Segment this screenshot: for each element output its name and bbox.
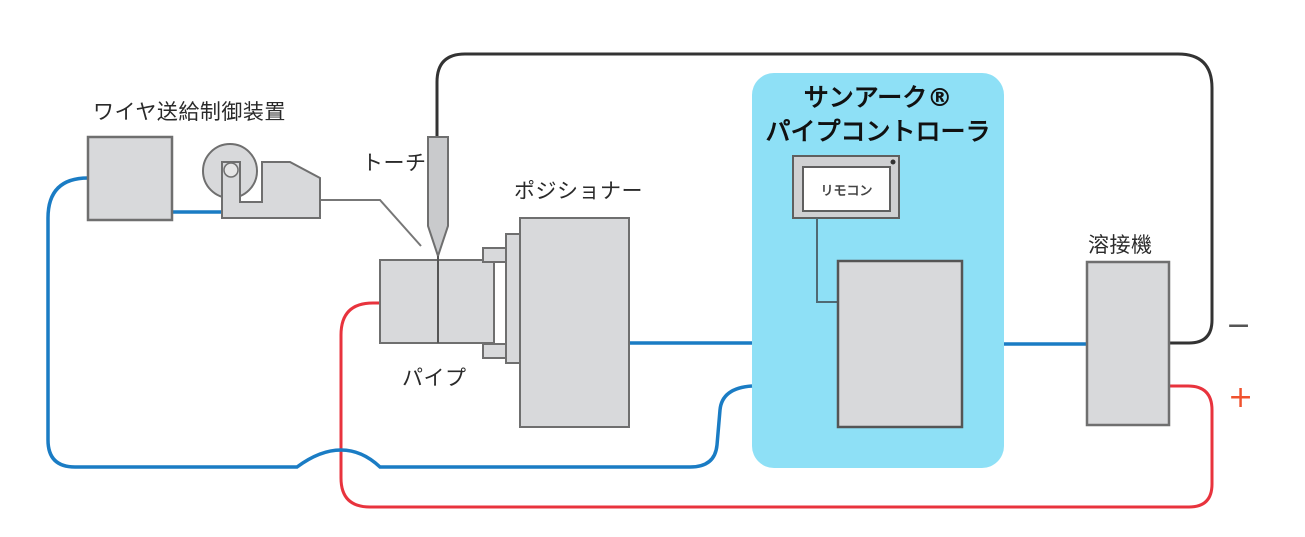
welder-label: 溶接機 xyxy=(1088,233,1153,257)
positioner-label: ポジショナー xyxy=(514,179,643,203)
remote-screen xyxy=(802,166,891,212)
positioner-jaw-bottom xyxy=(482,343,508,359)
control-cable-feeder xyxy=(46,176,753,469)
pipe-label: パイプ xyxy=(402,366,467,390)
controller-box xyxy=(836,259,964,429)
positioner-flange xyxy=(505,233,521,364)
welder-box xyxy=(1085,260,1171,427)
wire-feed-control-box xyxy=(86,135,174,222)
positive-cable xyxy=(339,301,1214,509)
negative-cable xyxy=(435,52,1214,345)
positioner-jaw-top xyxy=(482,247,508,263)
wire-feeder-label: ワイヤ送給制御装置 xyxy=(93,100,286,124)
controller-title-line1: サンアーク® xyxy=(803,83,953,112)
plus-sign: + xyxy=(1228,380,1254,415)
torch-label: トーチ xyxy=(362,151,427,175)
positioner-body xyxy=(519,217,630,428)
controller-title-line2: パイプコントローラ xyxy=(765,117,991,146)
wire-feeder-body xyxy=(221,161,321,219)
spool-hub xyxy=(223,162,239,178)
welding-wire xyxy=(320,199,422,247)
remote-cable xyxy=(816,218,838,303)
torch xyxy=(427,136,449,260)
minus-sign: − xyxy=(1226,308,1252,343)
remote-label: リモコン xyxy=(820,184,873,199)
remote-led xyxy=(890,159,896,165)
